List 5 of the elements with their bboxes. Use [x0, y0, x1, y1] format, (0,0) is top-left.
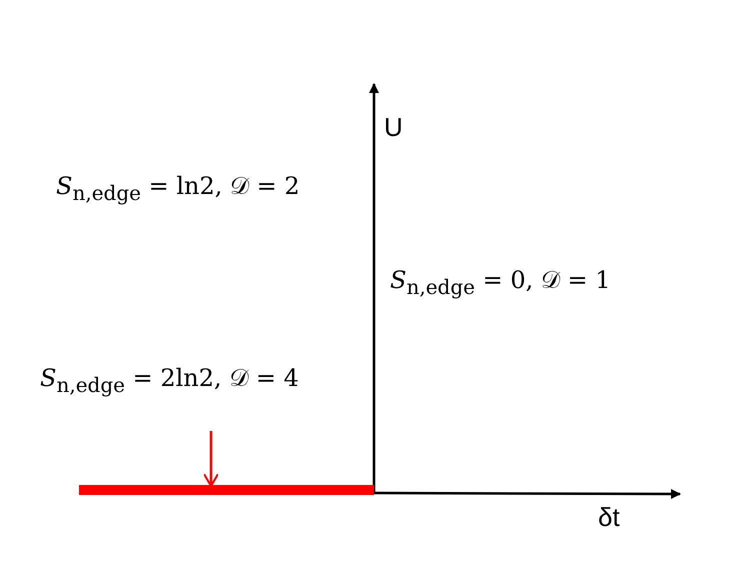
phase-label: S$_{n,edge}$ = ln2, 𝒟 = 2 — [56, 172, 300, 205]
axis-label: U — [384, 112, 403, 143]
axis-label: δt — [598, 502, 620, 533]
phase-label: S$_{n,edge}$ = 2ln2, 𝒟 = 4 — [40, 364, 299, 397]
phase-label: S$_{n,edge}$ = 0, 𝒟 = 1 — [390, 266, 610, 299]
